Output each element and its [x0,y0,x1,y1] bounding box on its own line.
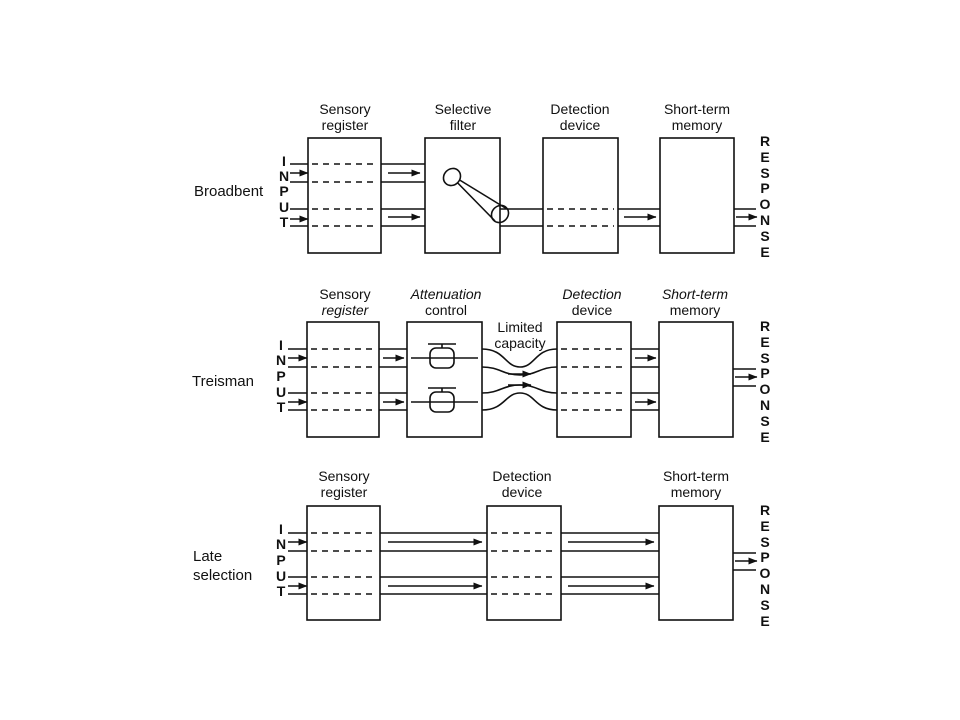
broadbent-sensory-register-label-2: register [322,117,369,133]
late-response-letters: R E S P O N S E [760,502,771,629]
response-letter: O [760,381,771,397]
treisman-model: Treisman Sensory register Attenuation co… [192,286,771,445]
response-letter: E [760,244,769,260]
broadbent-short-term-memory-label-2: memory [672,117,723,133]
treisman-model-label: Treisman [192,373,254,390]
input-letter: I [282,153,286,169]
response-letter: E [760,613,769,629]
late-detection-device-box [486,505,562,621]
treisman-attenuation-control-label-1: Attenuation [410,286,482,302]
response-letter: N [760,212,770,228]
input-letter: N [279,168,289,184]
response-letter: E [760,518,769,534]
treisman-attenuation-control-label-2: control [425,302,467,318]
treisman-limited-capacity-label-1: Limited [497,319,542,335]
response-letter: R [760,318,770,334]
broadbent-sensory-register-box [307,137,382,254]
response-letter: O [760,196,771,212]
response-letter: P [760,549,769,565]
response-letter: S [760,165,769,181]
response-letter: R [760,133,770,149]
response-letter: S [760,534,769,550]
late-selection-model: Late selection Sensory register Detectio… [193,468,771,629]
late-detection-device-label-2: device [502,484,543,500]
input-letter: T [277,583,286,599]
response-letter: S [760,350,769,366]
treisman-sensory-register-label-2: register [322,302,370,318]
response-letter: E [760,429,769,445]
late-selection-model-label-1: Late [193,548,222,565]
response-letter: N [760,581,770,597]
selective-filter-pipe [442,167,510,224]
limited-capacity-funnel [481,348,558,411]
late-input-letters: I N P U T [276,521,286,599]
treisman-short-term-memory-label-1: Short-term [662,286,728,302]
response-letter: R [760,502,770,518]
treisman-short-term-memory-box [658,321,734,438]
response-letter: P [760,180,769,196]
response-letter: E [760,149,769,165]
input-letter: U [276,384,286,400]
input-letter: I [279,337,283,353]
broadbent-input-letters: I N P U T [279,153,289,230]
late-sensory-register-label-1: Sensory [318,468,369,484]
late-short-term-memory-label-1: Short-term [663,468,729,484]
broadbent-detection-device-label-1: Detection [550,101,609,117]
broadbent-model: Broadbent Sensory register Selective fil… [194,101,771,260]
treisman-detection-device-box [556,321,632,438]
treisman-attenuation-control-box [406,321,483,438]
treisman-response-letters: R E S P O N S E [760,318,771,445]
broadbent-selective-filter-label-1: Selective [435,101,492,117]
input-letter: T [277,399,286,415]
broadbent-detection-device-box [542,137,619,254]
treisman-sensory-register-box [306,321,380,438]
treisman-detection-device-label-1: Detection [562,286,621,302]
late-sensory-register-box [306,505,381,621]
input-letter: U [276,568,286,584]
broadbent-response-letters: R E S P O N S E [760,133,771,260]
response-letter: O [760,565,771,581]
broadbent-model-label: Broadbent [194,183,264,200]
input-letter: U [279,199,289,215]
treisman-limited-capacity-label-2: capacity [494,335,545,351]
treisman-input-letters: I N P U T [276,337,286,415]
late-sensory-register-label-2: register [321,484,368,500]
input-letter: T [280,214,289,230]
response-letter: S [760,228,769,244]
late-detection-device-label-1: Detection [492,468,551,484]
input-letter: N [276,536,286,552]
attenuation-valve-lower [428,387,456,413]
late-selection-model-label-2: selection [193,567,252,584]
broadbent-short-term-memory-box [659,137,735,254]
input-letter: I [279,521,283,537]
late-short-term-memory-box [658,505,734,621]
input-letter: P [276,368,285,384]
broadbent-sensory-register-label-1: Sensory [319,101,370,117]
input-letter: P [276,552,285,568]
response-letter: N [760,397,770,413]
treisman-short-term-memory-label-2: memory [670,302,721,318]
broadbent-selective-filter-label-2: filter [450,117,477,133]
response-letter: S [760,413,769,429]
late-short-term-memory-label-2: memory [671,484,722,500]
treisman-detection-device-label-2: device [572,302,613,318]
broadbent-short-term-memory-label-1: Short-term [664,101,730,117]
response-letter: S [760,597,769,613]
broadbent-detection-device-label-2: device [560,117,601,133]
response-letter: E [760,334,769,350]
broadbent-selective-filter-box [424,137,501,254]
input-letter: N [276,352,286,368]
attenuation-valve-upper [428,343,456,369]
treisman-sensory-register-label-1: Sensory [319,286,370,302]
response-letter: P [760,365,769,381]
input-letter: P [279,183,288,199]
